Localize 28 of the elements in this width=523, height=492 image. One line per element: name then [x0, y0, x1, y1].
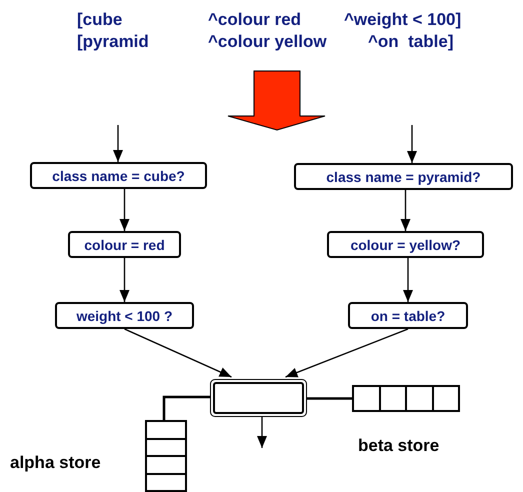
arrow	[403, 258, 413, 302]
memory-store	[352, 385, 460, 412]
join-node	[210, 379, 307, 417]
rule-text: [cube	[77, 10, 122, 30]
rule-text: ^weight < 100]	[344, 10, 462, 30]
test-node: class name = pyramid?	[294, 163, 513, 190]
connector-line	[162, 396, 210, 420]
arrow	[120, 189, 130, 231]
rule-text: ^colour red	[208, 10, 302, 30]
rule-text: [pyramid	[77, 32, 149, 52]
test-node: weight < 100 ?	[55, 302, 194, 329]
connector-line	[307, 397, 352, 400]
arrow	[407, 125, 417, 163]
arrow	[124, 328, 232, 378]
store-label: alpha store	[10, 453, 101, 473]
store-label: beta store	[358, 436, 440, 456]
arrow	[120, 258, 130, 302]
test-node: on = table?	[348, 302, 468, 329]
test-node: class name = cube?	[30, 162, 207, 189]
memory-store	[145, 420, 187, 492]
test-node: colour = yellow?	[327, 231, 484, 258]
arrow	[285, 328, 408, 378]
rule-text: ^on table]	[368, 32, 454, 52]
test-node: colour = red	[68, 231, 181, 258]
arrow	[400, 190, 410, 231]
rule-text: ^colour yellow	[208, 32, 327, 52]
arrow	[257, 417, 267, 448]
arrow	[113, 125, 123, 162]
